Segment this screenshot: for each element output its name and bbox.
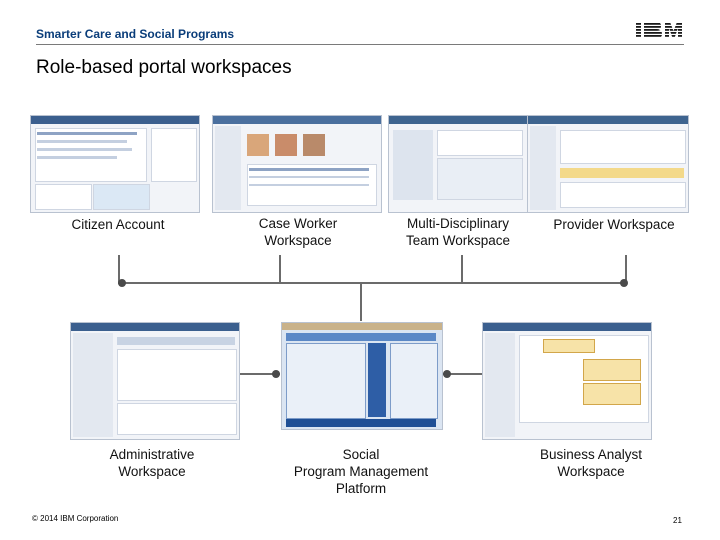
header-divider xyxy=(36,44,684,45)
business-analyst-label: Business Analyst Workspace xyxy=(539,447,643,479)
business-analyst-screenshot xyxy=(482,322,652,440)
connector-dot-right xyxy=(620,279,628,287)
page-number: 21 xyxy=(673,516,682,525)
citizen-account-screenshot xyxy=(30,115,200,213)
connector-dot-left xyxy=(118,279,126,287)
connector-dot-admin xyxy=(272,370,280,378)
connector-horizontal xyxy=(118,282,627,284)
case-worker-screenshot xyxy=(212,115,382,213)
connector-case-worker xyxy=(279,255,281,283)
copyright: © 2014 IBM Corporation xyxy=(32,514,119,523)
case-worker-label: Case Worker Workspace xyxy=(258,216,338,248)
administrative-label: Administrative Workspace xyxy=(109,447,195,479)
ibm-logo xyxy=(636,22,682,38)
connector-multi xyxy=(461,255,463,283)
administrative-screenshot xyxy=(70,322,240,440)
brand-title: Smarter Care and Social Programs xyxy=(36,27,235,41)
connector-provider xyxy=(625,255,627,283)
citizen-account-label: Citizen Account xyxy=(71,217,165,232)
connector-center xyxy=(360,283,362,321)
provider-label: Provider Workspace xyxy=(553,217,675,232)
platform-diagram xyxy=(281,322,443,430)
multi-disciplinary-label: Multi-Disciplinary Team Workspace xyxy=(405,216,511,248)
connector-dot-analyst xyxy=(443,370,451,378)
connector-citizen xyxy=(118,255,120,283)
connector-right xyxy=(442,373,482,375)
provider-screenshot xyxy=(527,115,689,213)
platform-label: Social Program Management Platform xyxy=(293,447,429,496)
connector-left xyxy=(238,373,280,375)
multi-disciplinary-screenshot xyxy=(388,115,528,213)
page-title: Role-based portal workspaces xyxy=(36,57,292,78)
